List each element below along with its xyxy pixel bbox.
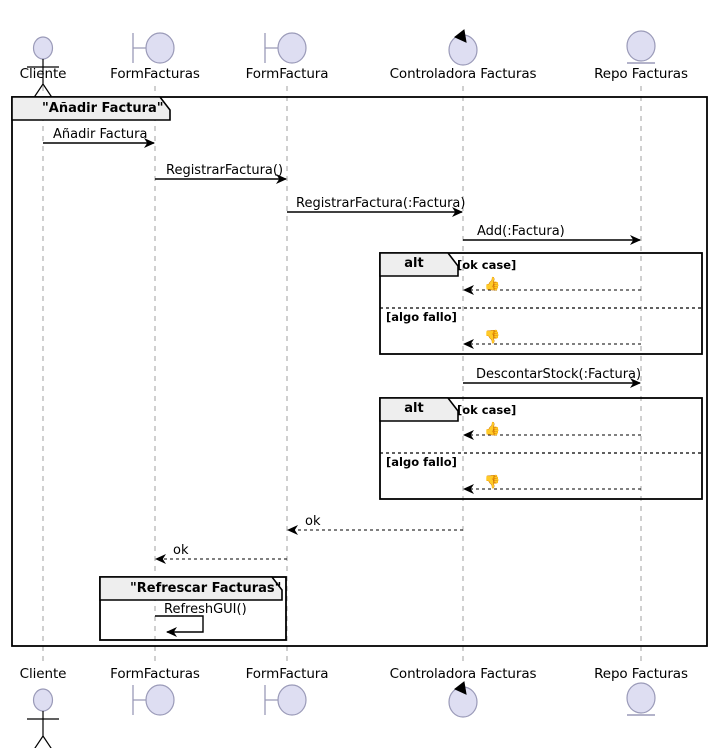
lifeline-cliente (27, 36, 59, 752)
lifeline-repo-facturas (626, 30, 656, 716)
frame-alt-2 (379, 252, 703, 355)
frame-sd-0 (11, 96, 708, 647)
boundary-bar-icon (132, 33, 146, 63)
message-label-2: RegistrarFactura(:Factura) (296, 196, 466, 211)
message-label-6: DescontarStock(:Factura) (476, 367, 642, 382)
message-emoji-7: 👍 (484, 422, 501, 437)
alt-guard-1: [algo fallo] (386, 455, 457, 469)
frame-header-tab (99, 576, 283, 601)
alt-keyword: alt (404, 401, 424, 416)
boundary-bar-icon (132, 685, 146, 715)
lifeline-label-bottom-4: Repo Facturas (594, 666, 688, 682)
lifeline-label-bottom-1: FormFacturas (110, 666, 200, 682)
lifeline-label-top-4: Repo Facturas (594, 66, 688, 82)
lifeline-label-bottom-0: Cliente (19, 666, 67, 682)
messages-layer (43, 138, 641, 637)
self-message-line (155, 615, 204, 637)
frame-title-1: "Refrescar Facturas" (130, 581, 282, 596)
self-message-label: RefreshGUI() (164, 602, 247, 617)
entity-circle-icon (626, 30, 656, 62)
actor-body-icon (27, 59, 59, 106)
actor-head-icon (32, 688, 54, 712)
actor-head-icon (32, 36, 54, 60)
frame-header-tab (379, 252, 459, 277)
boundary-circle-icon (145, 32, 175, 64)
alt-guard-1: [algo fallo] (386, 310, 457, 324)
frame-header-tab (379, 397, 459, 422)
control-arrow-icon (454, 681, 467, 695)
lifelines-layer (27, 29, 656, 752)
message-label-9: ok (305, 514, 321, 529)
frame-border (379, 252, 703, 355)
boundary-bar-icon (264, 33, 278, 63)
frame-title-0: "Añadir Factura" (42, 101, 164, 116)
message-label-0: Añadir Factura (53, 127, 148, 142)
boundary-circle-icon (277, 684, 307, 716)
message-label-3: Add(:Factura) (477, 224, 565, 239)
alt-keyword: alt (404, 256, 424, 271)
lifeline-label-top-2: FormFactura (245, 66, 329, 82)
lifeline-label-bottom-2: FormFactura (245, 666, 329, 682)
frame-header-tab (11, 96, 171, 121)
message-emoji-8: 👎 (484, 475, 501, 490)
alt-guard-0: [ok case] (457, 258, 517, 272)
frame-border (11, 96, 708, 647)
frame-alt-3 (379, 397, 703, 500)
message-label-10: ok (173, 543, 189, 558)
lifeline-label-top-0: Cliente (19, 66, 67, 82)
entity-circle-icon (626, 682, 656, 714)
boundary-circle-icon (145, 684, 175, 716)
self-message (155, 615, 204, 637)
lifeline-label-top-3: Controladora Facturas (389, 66, 537, 82)
control-arrow-icon (454, 29, 467, 43)
boundary-bar-icon (264, 685, 278, 715)
message-label-1: RegistrarFactura() (166, 163, 284, 178)
boundary-circle-icon (277, 32, 307, 64)
message-emoji-5: 👎 (484, 330, 501, 345)
lifeline-formfacturas (132, 32, 175, 716)
frames-layer (11, 96, 708, 647)
lifeline-formfactura (264, 32, 307, 716)
message-emoji-4: 👍 (484, 277, 501, 292)
alt-guard-0: [ok case] (457, 403, 517, 417)
lifeline-label-top-1: FormFacturas (110, 66, 200, 82)
frame-sd-1 (99, 576, 287, 641)
lifeline-controladora-facturas (448, 29, 478, 718)
lifeline-label-bottom-3: Controladora Facturas (389, 666, 537, 682)
frame-border (379, 397, 703, 500)
actor-body-icon (27, 711, 59, 752)
